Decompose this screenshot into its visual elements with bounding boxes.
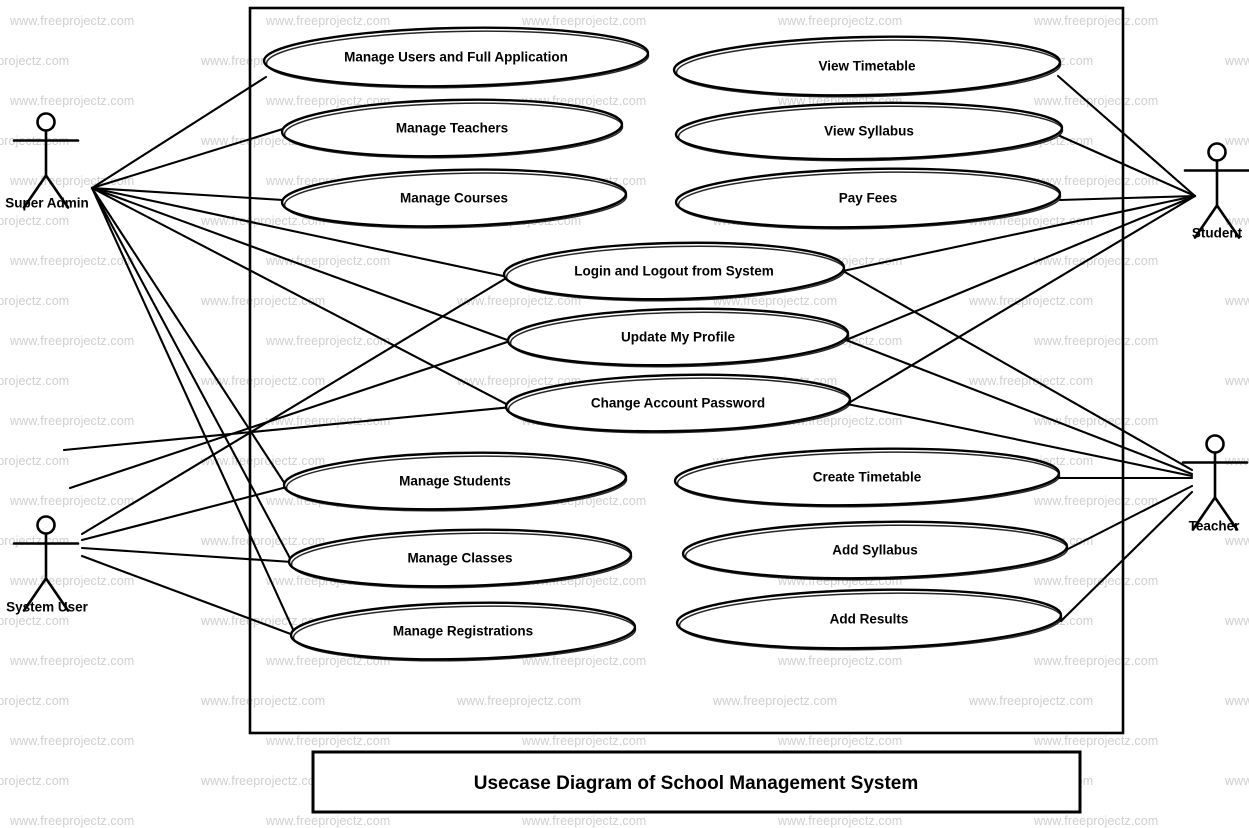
actor-leg-left [1191, 496, 1217, 531]
usecase-ellipse-inner [285, 455, 628, 512]
title-box [311, 750, 1082, 814]
usecase-view-syllabus[interactable] [674, 100, 1064, 164]
usecase-label-view-syllabus: View Syllabus [824, 123, 914, 139]
usecase-create-timetable[interactable] [673, 445, 1061, 511]
usecase-ellipse-inner [684, 524, 1069, 581]
usecase-manage-teachers[interactable] [280, 96, 624, 161]
association-line-student-pay-fees [1058, 194, 1197, 202]
association-line-student-update-profile [844, 194, 1197, 342]
association-line-student-view-syllabus [1058, 134, 1197, 198]
actor-leg-left [22, 174, 48, 209]
usecase-ellipse-inner [678, 592, 1063, 651]
association-line-student-login-logout [841, 194, 1197, 273]
usecase-update-profile[interactable] [506, 305, 850, 370]
actor-leg-right [44, 577, 70, 612]
association-line-super-admin-manage-users [90, 75, 268, 190]
usecase-ellipse-inner [675, 39, 1062, 98]
actor-figures [12, 112, 1249, 612]
actor-head [36, 112, 56, 132]
usecase-ellipses [262, 24, 1069, 665]
usecase-label-login-logout: Login and Logout from System [574, 263, 774, 279]
actor-leg-right [44, 174, 70, 209]
actor-label-student: Student [1191, 225, 1243, 241]
association-line-teacher-update-profile [844, 338, 1194, 476]
association-line-super-admin-update-profile [90, 186, 512, 343]
usecase-manage-regs[interactable] [289, 599, 637, 665]
association-line-teacher-login-logout [841, 269, 1194, 472]
actor-student[interactable] [1183, 142, 1249, 239]
usecase-label-manage-regs: Manage Registrations [392, 623, 534, 639]
association-lines [62, 74, 1197, 638]
usecase-ellipse-inner [265, 30, 650, 89]
association-line-super-admin-login-logout [90, 186, 510, 279]
association-line-super-admin-manage-regs [90, 186, 298, 638]
actor-leg-left [1193, 204, 1219, 239]
association-line-teacher-change-password [845, 402, 1194, 478]
association-line-teacher-add-syllabus [1064, 484, 1194, 552]
actor-label-teacher: Teacher [1188, 518, 1240, 534]
usecase-ellipse-inner [290, 532, 633, 589]
usecase-view-timetable[interactable] [672, 33, 1062, 101]
usecase-label-manage-classes: Manage Classes [407, 550, 513, 566]
usecase-ellipse-inner [509, 311, 850, 368]
actor-system-user[interactable] [12, 515, 80, 612]
association-line-super-admin-manage-students [90, 186, 289, 489]
usecase-ellipse-inner [676, 451, 1061, 508]
actor-head [36, 515, 56, 535]
association-line-super-admin-manage-teachers [90, 126, 288, 190]
association-line-student-change-password [845, 194, 1197, 406]
association-line-teacher-add-results [1059, 490, 1194, 623]
actor-leg-right [1215, 204, 1241, 239]
usecase-manage-users[interactable] [262, 24, 650, 92]
actor-leg-right [1213, 496, 1239, 531]
system-boundary [248, 6, 1125, 735]
usecase-manage-students[interactable] [282, 449, 628, 515]
usecase-label-manage-users: Manage Users and Full Application [344, 49, 568, 65]
usecase-pay-fees[interactable] [674, 165, 1062, 233]
usecase-label-add-syllabus: Add Syllabus [832, 542, 918, 558]
usecase-label-update-profile: Update My Profile [620, 329, 736, 345]
system-boundary-frame [248, 6, 1125, 814]
association-line-system-user-change-password [62, 405, 514, 452]
usecase-label-manage-teachers: Manage Teachers [395, 120, 509, 136]
actor-label-super-admin: Super Admin [5, 195, 89, 211]
association-line-super-admin-change-password [90, 186, 514, 409]
usecase-label-view-timetable: View Timetable [818, 58, 916, 74]
association-line-system-user-manage-students [80, 485, 289, 542]
usecase-ellipse-inner [292, 605, 637, 662]
usecase-ellipse-inner [677, 171, 1062, 230]
usecase-ellipse-inner [283, 172, 628, 229]
association-line-system-user-manage-regs [80, 554, 298, 638]
association-line-system-user-manage-classes [80, 546, 294, 564]
usecase-ellipse-inner [283, 102, 624, 159]
usecase-ellipse-inner [507, 377, 852, 434]
association-line-student-view-timetable [1056, 74, 1197, 198]
diagram-title: Usecase Diagram of School Management Sys… [473, 773, 919, 794]
usecase-label-create-timetable: Create Timetable [812, 469, 922, 485]
usecase-label-manage-courses: Manage Courses [399, 190, 509, 206]
association-line-super-admin-manage-classes [90, 186, 294, 564]
usecase-label-change-password: Change Account Password [590, 395, 766, 411]
usecase-label-pay-fees: Pay Fees [838, 190, 898, 206]
actor-head [1205, 434, 1225, 454]
usecase-label-add-results: Add Results [829, 611, 909, 627]
actor-teacher[interactable] [1181, 434, 1249, 531]
usecase-manage-classes[interactable] [287, 526, 633, 591]
usecase-manage-courses[interactable] [280, 165, 628, 231]
association-line-system-user-login-logout [80, 275, 510, 536]
usecase-change-password[interactable] [504, 371, 852, 436]
usecase-ellipse-inner [677, 105, 1064, 162]
actor-head [1207, 142, 1227, 162]
actor-label-system-user: System User [6, 599, 88, 615]
usecase-add-results[interactable] [675, 586, 1063, 654]
association-line-system-user-update-profile [68, 339, 512, 490]
actor-leg-left [22, 577, 48, 612]
usecase-add-syllabus[interactable] [681, 518, 1069, 583]
usecase-ellipse-inner [505, 245, 846, 302]
usecase-login-logout[interactable] [502, 239, 846, 304]
actor-super-admin[interactable] [12, 112, 80, 209]
usecase-label-manage-students: Manage Students [399, 473, 511, 489]
